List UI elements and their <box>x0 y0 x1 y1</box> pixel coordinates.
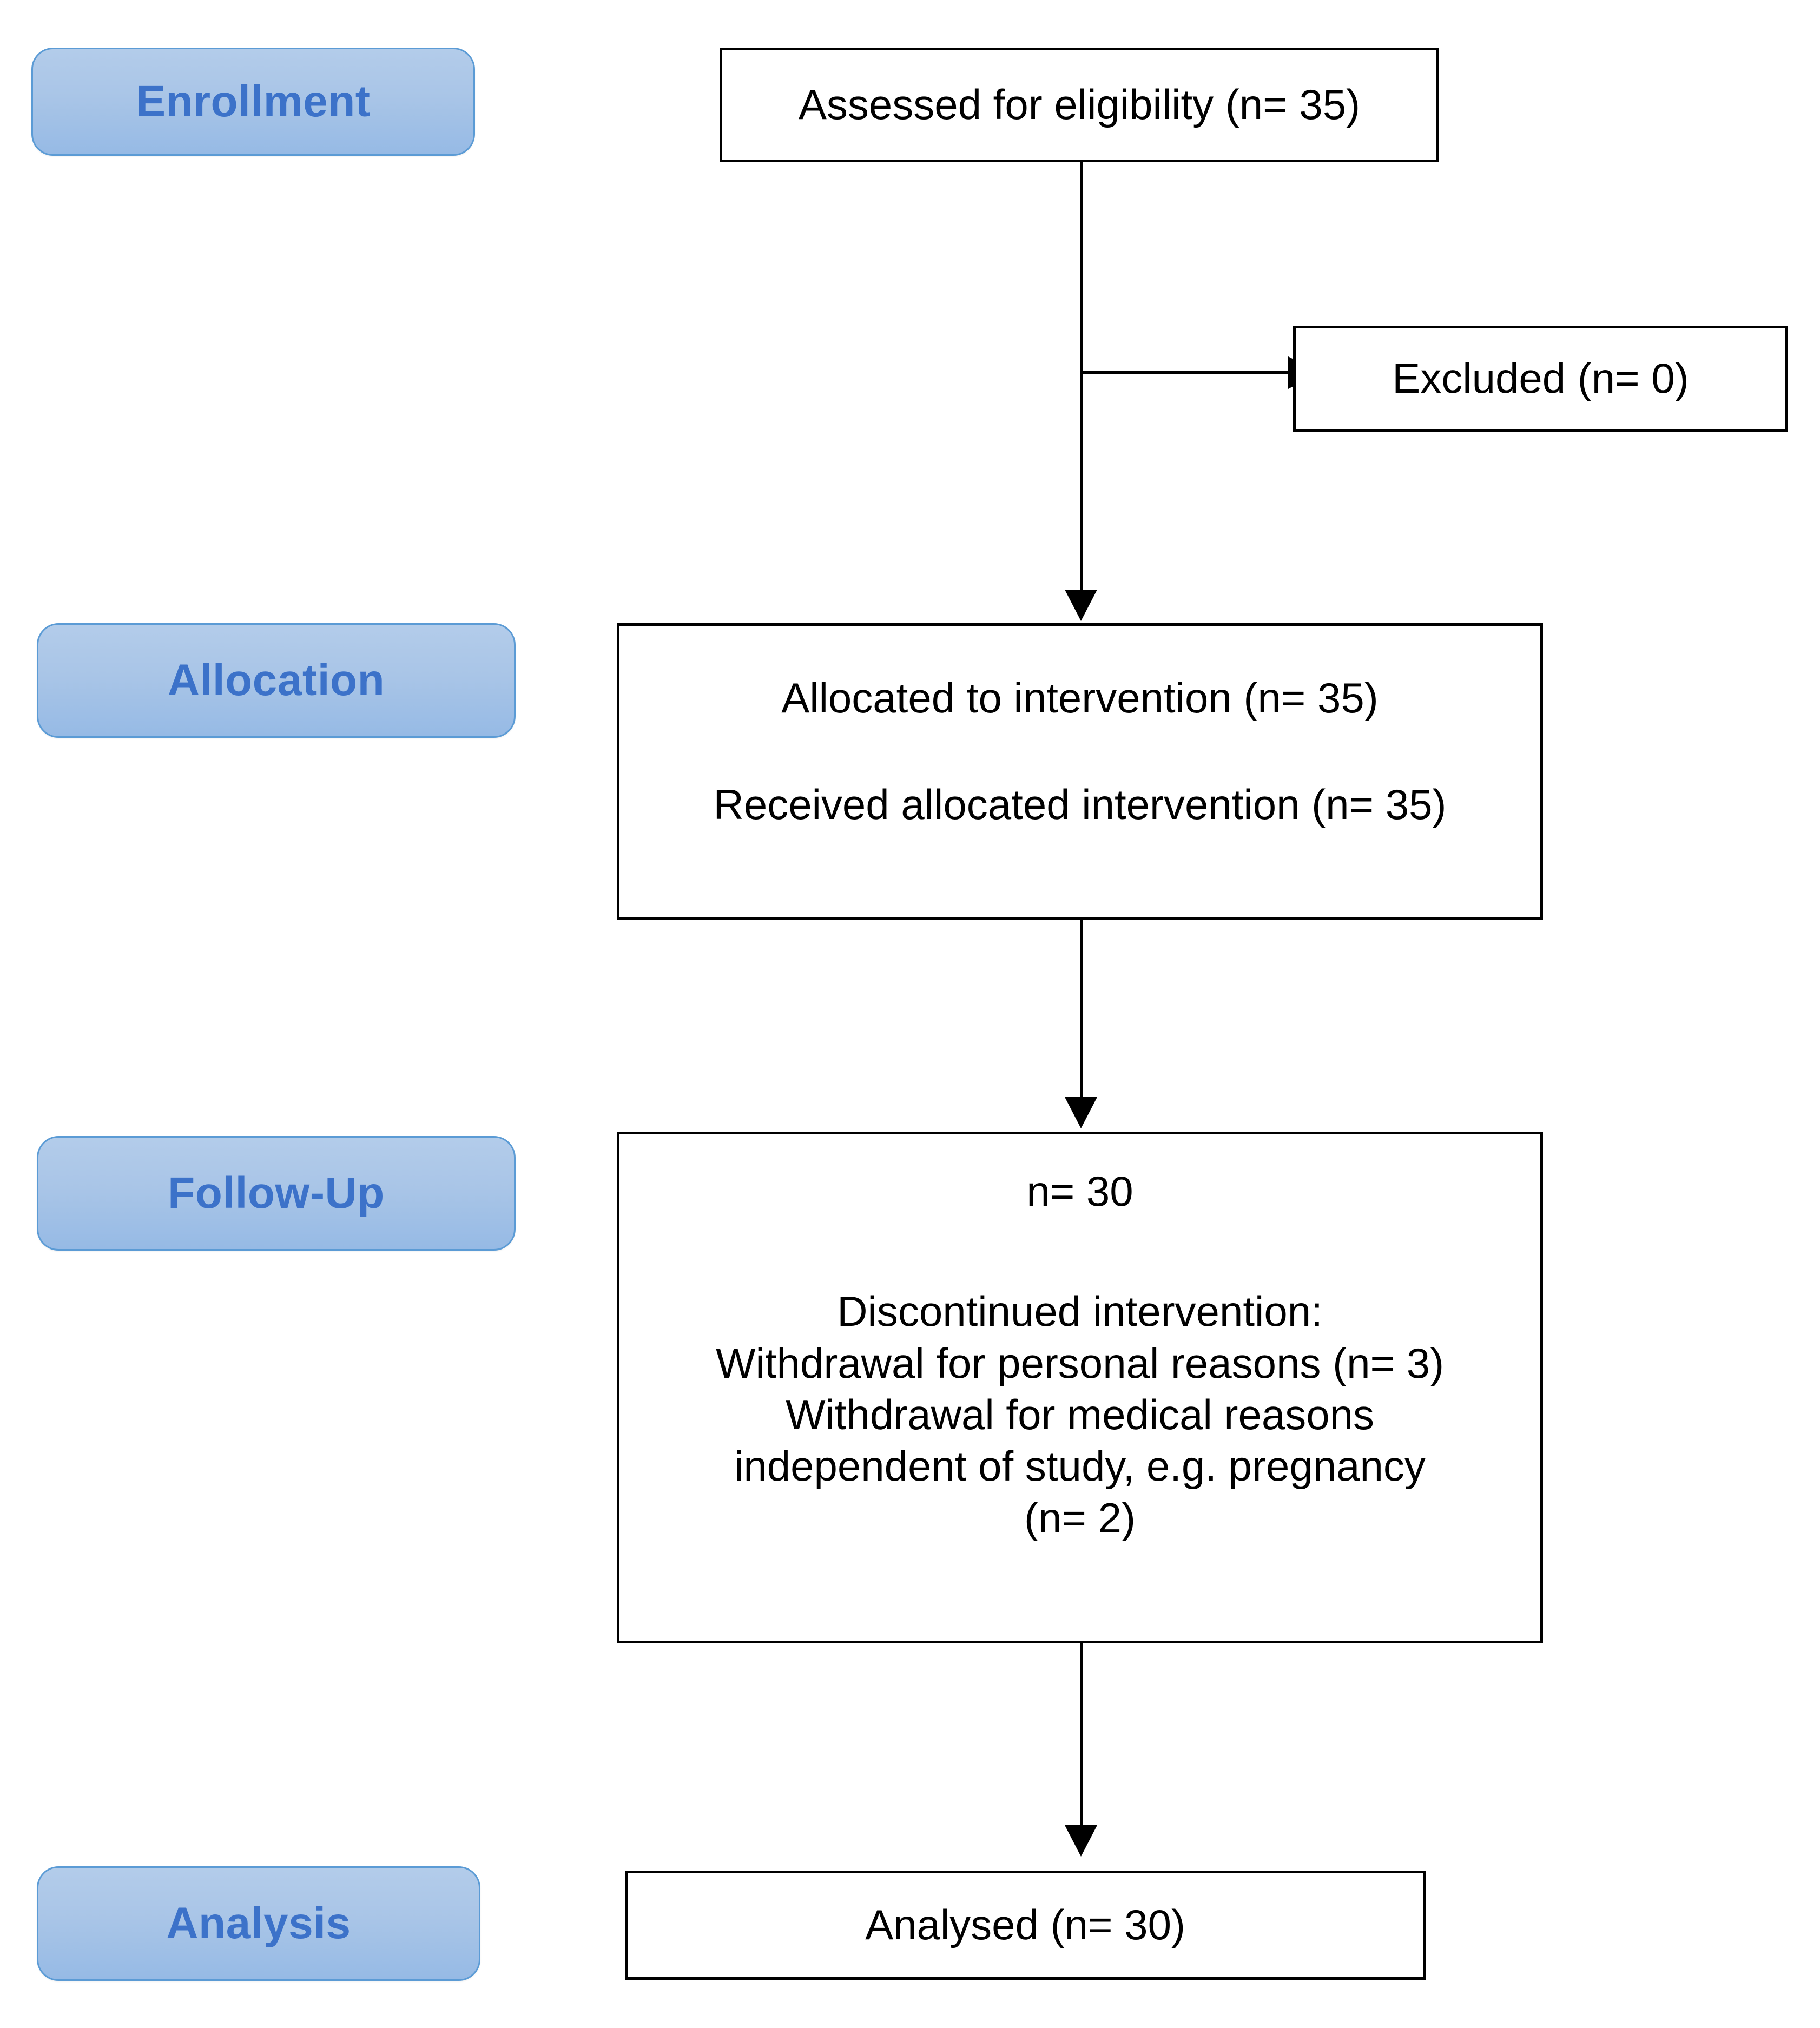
stage-label-followup-text: Follow-Up <box>168 1168 385 1218</box>
withdrawal-medical-text: Withdrawal for medical reasons <box>785 1391 1375 1439</box>
connector-excluded-branch <box>1080 371 1288 374</box>
withdrawal-medical-detail-text: independent of study, e.g. pregnancy <box>734 1442 1426 1490</box>
analysed-text: Analysed (n= 30) <box>865 1901 1185 1949</box>
connector-followup-to-analysis <box>1080 1643 1083 1826</box>
stage-label-analysis-text: Analysis <box>166 1899 351 1948</box>
discontinued-intervention-text: Discontinued intervention: <box>837 1287 1323 1336</box>
received-allocated-intervention-text: Received allocated intervention (n= 35) <box>713 781 1447 829</box>
connector-allocation-arrowhead <box>1065 590 1097 621</box>
connector-followup-arrowhead <box>1065 1097 1097 1128</box>
stage-label-enrollment-text: Enrollment <box>136 77 371 126</box>
connector-allocation-to-followup <box>1080 920 1083 1098</box>
stage-label-analysis: Analysis <box>37 1866 480 1981</box>
assessed-for-eligibility-text: Assessed for eligibility (n= 35) <box>798 81 1361 129</box>
stage-label-allocation-text: Allocation <box>167 656 385 705</box>
stage-label-allocation: Allocation <box>37 623 516 738</box>
excluded-text: Excluded (n= 0) <box>1392 354 1689 402</box>
followup-remaining-text: n= 30 <box>1026 1167 1133 1215</box>
allocation-box: Allocated to intervention (n= 35) Receiv… <box>617 623 1543 920</box>
connector-analysis-arrowhead <box>1065 1825 1097 1857</box>
withdrawal-personal-text: Withdrawal for personal reasons (n= 3) <box>715 1339 1445 1387</box>
allocated-to-intervention-text: Allocated to intervention (n= 35) <box>781 674 1379 722</box>
connector-assessed-stem <box>1080 162 1083 616</box>
withdrawal-medical-count-text: (n= 2) <box>1024 1494 1136 1542</box>
assessed-for-eligibility-box: Assessed for eligibility (n= 35) <box>720 48 1439 162</box>
stage-label-enrollment: Enrollment <box>31 48 475 156</box>
analysed-box: Analysed (n= 30) <box>625 1871 1426 1980</box>
excluded-box: Excluded (n= 0) <box>1293 326 1788 432</box>
follow-up-box: n= 30 Discontinued intervention: Withdra… <box>617 1132 1543 1643</box>
stage-label-followup: Follow-Up <box>37 1136 516 1251</box>
